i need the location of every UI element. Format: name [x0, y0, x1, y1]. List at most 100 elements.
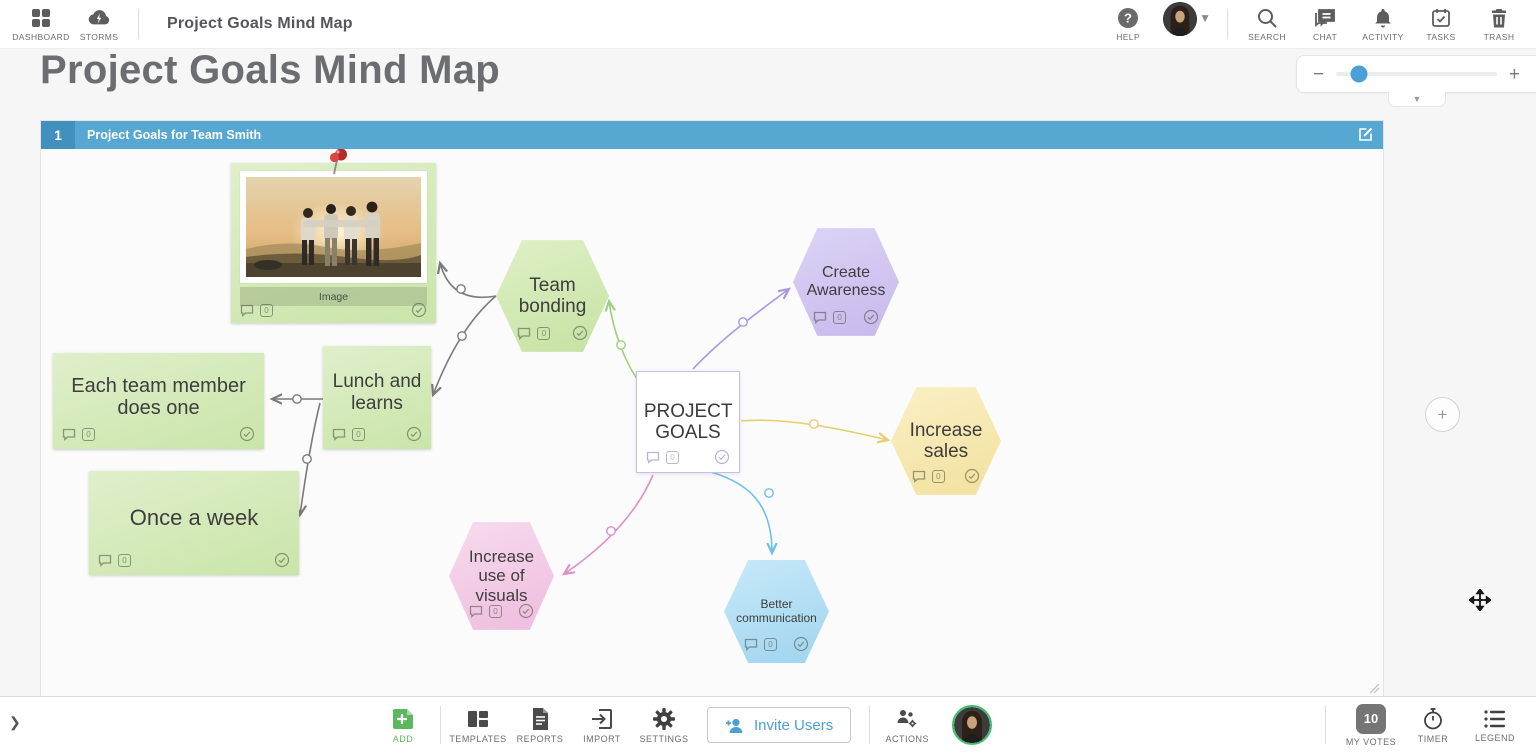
my-votes-button[interactable]: 10 MY VOTES [1340, 703, 1402, 747]
trash-button[interactable]: TRASH [1470, 0, 1528, 48]
node-footer: 0 [98, 552, 290, 568]
connector-lines [41, 149, 1383, 696]
expand-panel-chevron[interactable]: ❯ [9, 714, 21, 730]
votes-badge[interactable]: 0 [118, 553, 131, 567]
activity-button[interactable]: ACTIVITY [1354, 0, 1412, 48]
node-create-awareness[interactable]: Create Awareness 0 [793, 227, 899, 337]
complete-check-icon[interactable] [714, 449, 730, 465]
votes-badge[interactable]: 0 [488, 604, 502, 618]
comment-icon[interactable] [98, 554, 113, 567]
dashboard-label: DASHBOARD [12, 31, 70, 42]
complete-check-icon[interactable] [793, 636, 809, 652]
reports-button[interactable]: REPORTS [509, 707, 571, 744]
zoom-slider-track[interactable] [1336, 65, 1497, 83]
node-project-goals[interactable]: PROJECT GOALS 0 [636, 371, 740, 473]
dashboard-grid-icon [32, 8, 50, 27]
import-button[interactable]: IMPORT [571, 707, 633, 744]
comment-icon[interactable] [469, 605, 484, 618]
add-button[interactable]: ADD [372, 707, 434, 744]
complete-check-icon[interactable] [863, 309, 879, 325]
node-once-a-week[interactable]: Once a week 0 [89, 471, 299, 575]
votes-badge[interactable]: 0 [352, 427, 365, 441]
bottom-toolbar: ❯ ADD TEMPLATES REPORTS IMPORT SETTINGS [0, 696, 1536, 753]
node-label: Lunch and learns [332, 371, 422, 414]
complete-check-icon[interactable] [518, 603, 534, 619]
tasks-button[interactable]: TASKS [1412, 0, 1470, 48]
node-label: PROJECT GOALS [643, 400, 733, 443]
node-footer: 0 [62, 426, 255, 442]
mindmap-area[interactable]: Image 0 Team bonding [41, 149, 1383, 696]
toolbar-main-group: ADD TEMPLATES REPORTS IMPORT SETTINGS [372, 697, 993, 753]
activity-label: ACTIVITY [1362, 31, 1404, 42]
image-node-caption: Image [240, 287, 427, 306]
comment-icon[interactable] [744, 638, 759, 651]
settings-button[interactable]: SETTINGS [633, 707, 695, 744]
complete-check-icon[interactable] [411, 302, 427, 318]
add-section-button[interactable]: + [1425, 397, 1460, 432]
edit-icon [1359, 127, 1373, 141]
storms-nav-button[interactable]: STORMS [70, 0, 128, 48]
comment-icon[interactable] [646, 451, 661, 464]
current-user-avatar[interactable] [952, 705, 993, 745]
votes-badge[interactable]: 0 [537, 326, 551, 340]
complete-check-icon[interactable] [964, 468, 980, 484]
node-each-team-member[interactable]: Each team member does one 0 [53, 353, 264, 449]
comment-icon[interactable] [332, 428, 347, 441]
canvas-resize-handle[interactable] [1368, 684, 1380, 694]
timer-stopwatch-icon [1424, 707, 1442, 729]
comment-icon[interactable] [62, 428, 77, 441]
legend-button[interactable]: LEGEND [1464, 708, 1526, 743]
dashboard-nav-button[interactable]: DASHBOARD [12, 0, 70, 48]
votes-badge[interactable]: 0 [82, 427, 95, 441]
zoom-control-panel: − + [1296, 55, 1536, 93]
complete-check-icon[interactable] [274, 552, 290, 568]
comment-icon[interactable] [912, 470, 927, 483]
edit-storm-button[interactable] [1357, 126, 1374, 148]
votes-badge[interactable]: 0 [763, 637, 777, 651]
votes-badge[interactable]: 0 [666, 450, 679, 464]
search-button[interactable]: SEARCH [1238, 0, 1296, 48]
complete-check-icon[interactable] [406, 426, 422, 442]
avatar-image [954, 707, 991, 743]
votes-badge[interactable]: 0 [833, 310, 847, 324]
node-increase-sales[interactable]: Increase sales 0 [891, 386, 1001, 496]
node-increase-visuals[interactable]: Increase use of visuals 0 [449, 521, 554, 631]
node-better-communication[interactable]: Better communication 0 [724, 559, 829, 664]
node-label: Better communication [736, 597, 817, 625]
zoom-panel-collapse-tab[interactable]: ▼ [1388, 92, 1446, 107]
storm-canvas: 1 Project Goals for Team Smith [40, 120, 1384, 697]
tasks-calendar-icon [1432, 8, 1450, 27]
complete-check-icon[interactable] [239, 426, 255, 442]
comment-icon[interactable] [813, 311, 828, 324]
node-lunch-and-learns[interactable]: Lunch and learns 0 [323, 346, 431, 449]
votes-badge[interactable]: 0 [931, 469, 945, 483]
zoom-slider-thumb[interactable] [1350, 65, 1368, 83]
comment-icon[interactable] [517, 327, 532, 340]
zoom-out-button[interactable]: − [1313, 63, 1325, 85]
node-image[interactable]: Image 0 [231, 163, 436, 323]
complete-check-icon[interactable] [572, 325, 588, 341]
help-button[interactable]: ? HELP [1099, 0, 1157, 48]
actions-button[interactable]: ACTIONS [876, 707, 938, 744]
votes-badge[interactable]: 0 [260, 303, 273, 317]
timer-label: TIMER [1417, 733, 1449, 744]
red-pushpin-icon [324, 149, 352, 182]
topbar-divider [138, 9, 139, 39]
timer-button[interactable]: TIMER [1402, 707, 1464, 744]
storm-index-badge: 1 [41, 121, 75, 149]
user-avatar[interactable] [1163, 2, 1198, 36]
my-votes-label: MY VOTES [1345, 736, 1397, 747]
templates-button[interactable]: TEMPLATES [447, 707, 509, 744]
comment-icon[interactable] [240, 304, 255, 317]
node-footer: 0 [469, 603, 534, 619]
node-label: Once a week [129, 504, 259, 530]
zoom-in-button[interactable]: + [1508, 63, 1520, 85]
node-footer: 0 [517, 325, 587, 341]
account-chevron-down-icon[interactable]: ▼ [1199, 11, 1211, 25]
help-label: HELP [1116, 31, 1141, 42]
invite-users-button[interactable]: Invite Users [707, 707, 852, 743]
node-footer: 0 [912, 468, 980, 484]
chat-button[interactable]: CHAT [1296, 0, 1354, 48]
legend-icon [1484, 709, 1505, 728]
node-team-bonding[interactable]: Team bonding 0 [496, 239, 609, 353]
